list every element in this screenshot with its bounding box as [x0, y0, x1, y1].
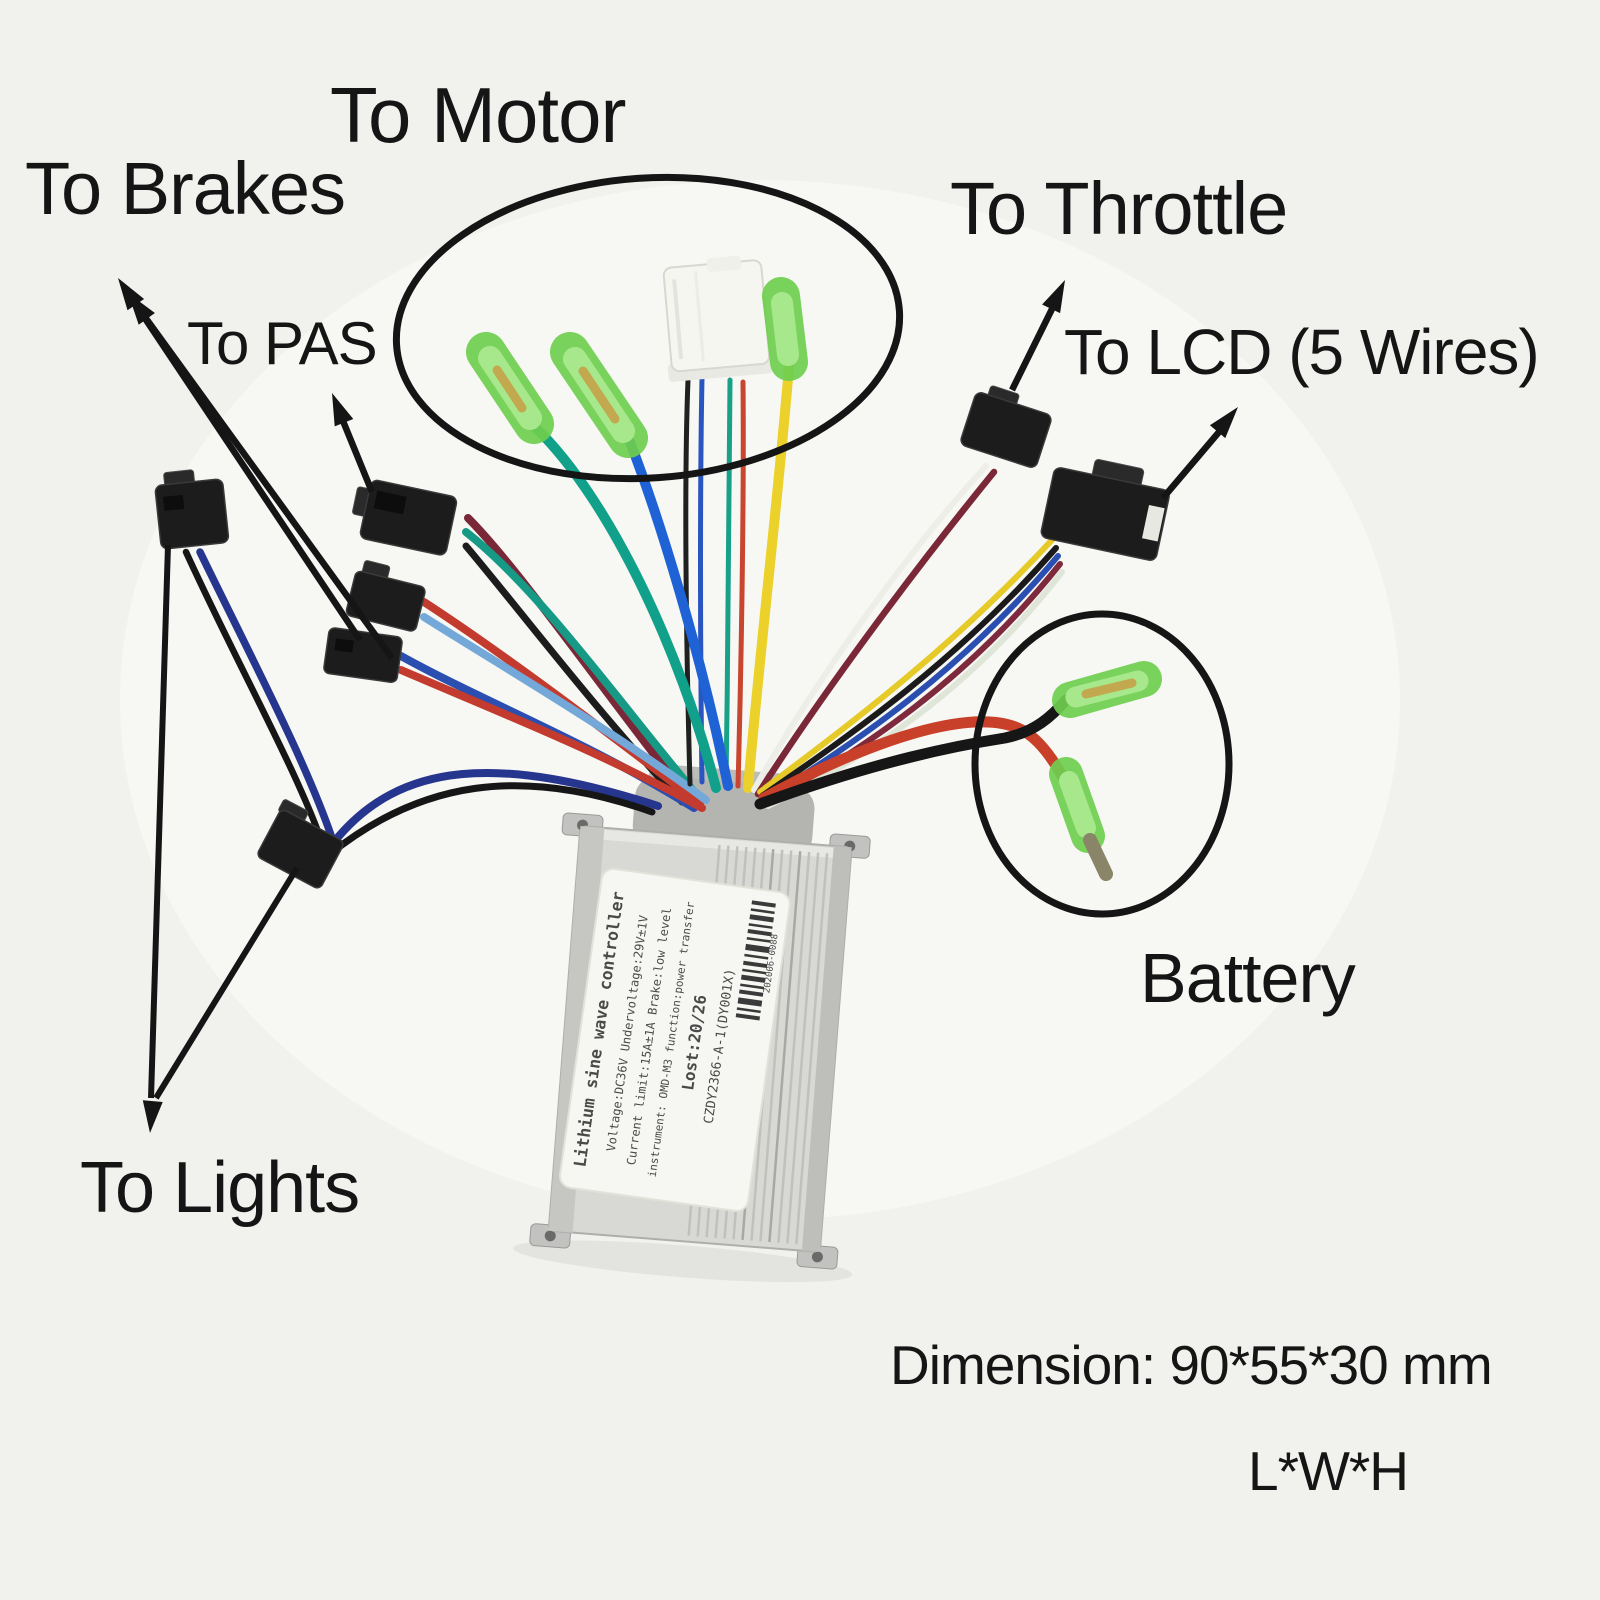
throttle-arrow-line: [1009, 307, 1055, 392]
wire-throttle-white: [751, 463, 989, 793]
battery-spade-inner: [1059, 771, 1096, 838]
barcode: [735, 900, 776, 1021]
lcd-body: [1040, 467, 1170, 561]
pas-arrowhead: [332, 393, 354, 427]
pas-arrow-line: [339, 419, 376, 494]
lcd-arrowhead: [1209, 407, 1238, 439]
controller-body: Lithium sine wave controller Voltage:DC3…: [513, 764, 871, 1283]
label-battery: Battery: [1140, 939, 1356, 1017]
sticker-paper: [558, 867, 791, 1213]
wire-lcd-black: [759, 545, 1059, 799]
lights-connector-lower: [257, 799, 344, 889]
wire-pas-teal: [462, 528, 700, 798]
bullet-yellow-inner: [771, 292, 799, 366]
lights-upper-body: [154, 478, 230, 550]
wire-hall-black: [683, 377, 693, 787]
wire-lights-black-2: [182, 548, 328, 852]
battery-circle: [971, 610, 1233, 918]
wire-brake2-red: [397, 666, 706, 812]
throttle-connector: [960, 385, 1052, 468]
throttle-body: [960, 392, 1052, 468]
wire-lcd-yellow: [757, 537, 1055, 795]
wire-phase-teal: [531, 423, 721, 793]
wire-brake1-red: [420, 598, 704, 808]
battery-terminals: [1049, 661, 1162, 881]
motor-connector-white: [662, 255, 773, 382]
bullet-blue-pin: [578, 366, 620, 424]
label-dimension-lwh: L*W*H: [1248, 1440, 1408, 1502]
lights-arrow-line-2: [153, 866, 300, 1100]
label-to-pas: To PAS: [187, 310, 377, 377]
wire-lights-blue-2: [196, 548, 336, 842]
label-to-throttle: To Throttle: [950, 167, 1287, 250]
brakes-arrowhead-2: [128, 293, 155, 325]
wire-phase-yellow: [743, 361, 794, 793]
label-to-lcd: To LCD (5 Wires): [1064, 316, 1539, 388]
lights-arrowhead: [142, 1100, 163, 1133]
screw-hole-bl: [544, 1230, 556, 1242]
motor-connector-tab: [706, 255, 742, 273]
brakes-arrow-line-2: [142, 315, 395, 660]
motor-circle: [392, 173, 904, 483]
wire-throttle-maroon: [754, 468, 998, 798]
spec-sticker: Lithium sine wave controller Voltage:DC3…: [558, 867, 791, 1213]
wire-harness: [182, 361, 1094, 858]
label-to-brakes: To Brakes: [25, 147, 345, 230]
label-to-lights: To Lights: [80, 1148, 359, 1228]
bullet-teal-pin: [492, 365, 527, 413]
motor-bullet-terminals: [466, 277, 808, 458]
brake1-body: [345, 570, 426, 632]
lcd-arrow-line: [1160, 429, 1222, 501]
brake-connector-1: [345, 560, 426, 632]
pas-connector: [352, 479, 458, 556]
wire-lights-black: [326, 782, 656, 858]
wire-battery-black: [754, 694, 1072, 810]
wire-lights-blue: [330, 769, 662, 846]
lights-arrow-line-1: [148, 544, 171, 1099]
wire-hall-teal: [723, 377, 733, 787]
lcd-connector: [1040, 459, 1170, 561]
lights-lower-body: [257, 809, 344, 889]
battery-spade-tip: [1083, 833, 1113, 881]
case-left-band: [548, 825, 605, 1233]
screw-hole-br: [811, 1251, 823, 1263]
wire-hall-red: [735, 379, 746, 789]
label-to-motor: To Motor: [330, 71, 625, 159]
lights-connector-upper: [154, 469, 230, 550]
case-right-band: [801, 845, 852, 1253]
wire-brake1-lightblue: [420, 613, 710, 804]
battery-bullet-pin: [1081, 678, 1137, 699]
controller-shadow: [513, 1240, 853, 1283]
throttle-arrowhead: [1042, 280, 1065, 314]
lcd-pin-face: [1141, 504, 1165, 542]
label-dimension: Dimension: 90*55*30 mm: [890, 1334, 1492, 1396]
